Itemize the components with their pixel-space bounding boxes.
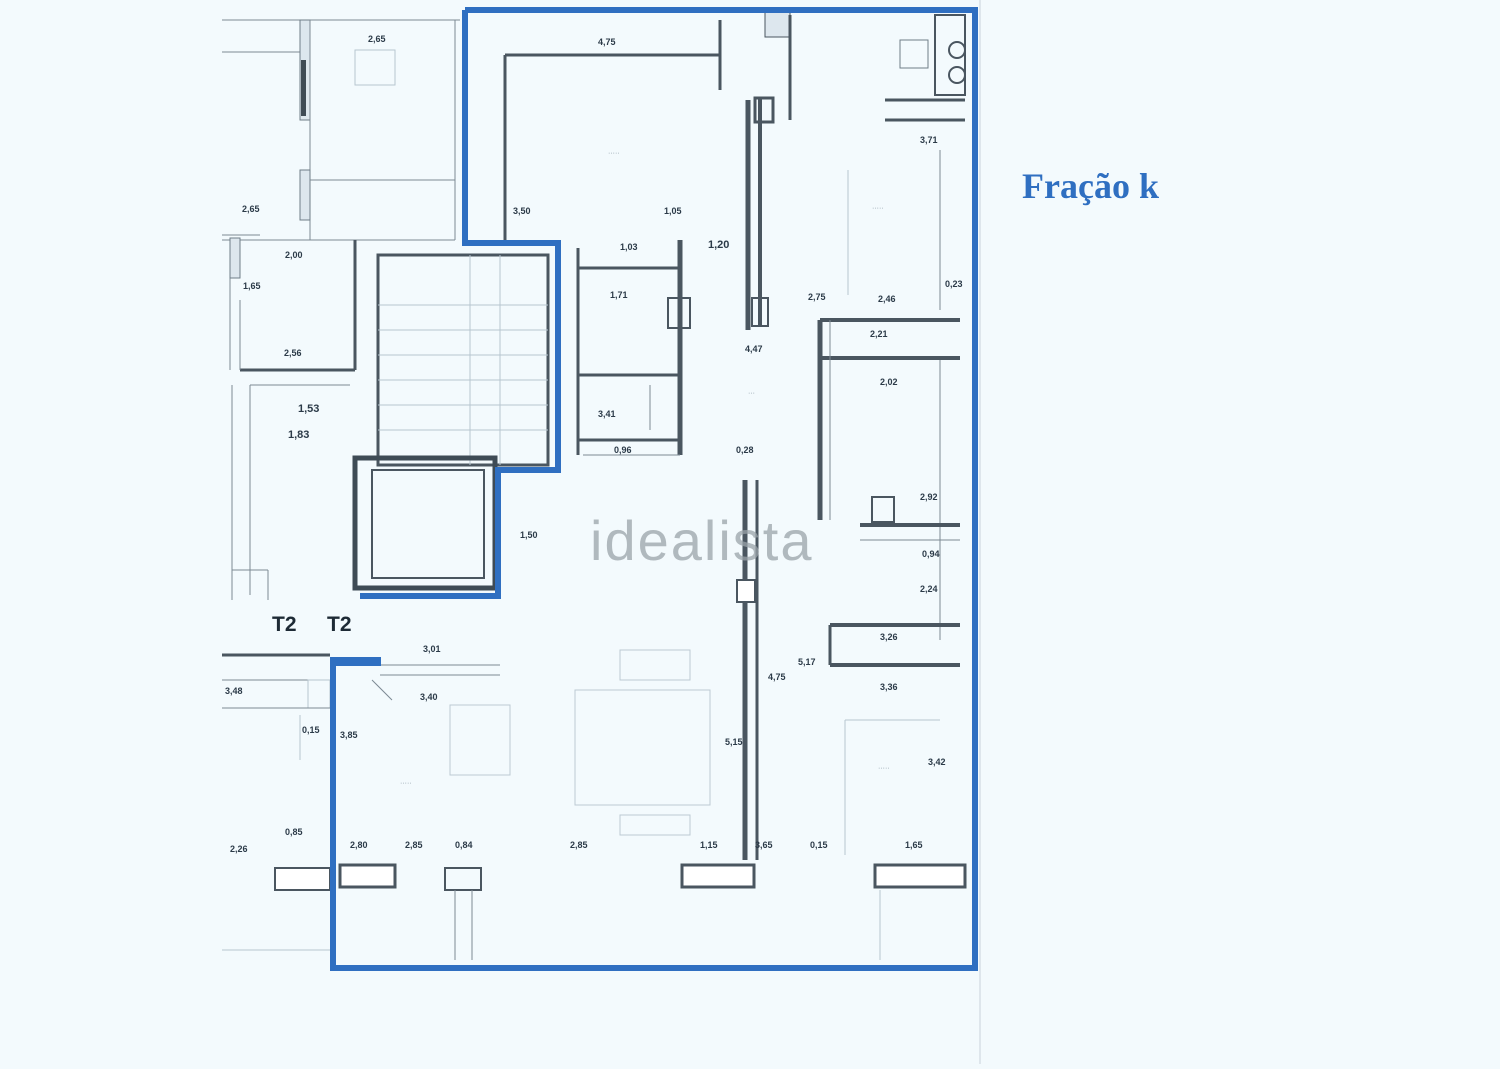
room-label: ····· bbox=[400, 780, 412, 787]
dimension: 0,28 bbox=[736, 445, 754, 455]
dimension: 1,03 bbox=[620, 242, 638, 252]
dimension: 1,71 bbox=[610, 290, 628, 300]
dimension: 3,01 bbox=[423, 644, 441, 654]
dimension: 1,53 bbox=[298, 403, 319, 415]
dimension: 3,48 bbox=[225, 686, 243, 696]
dimension: 2,02 bbox=[880, 377, 898, 387]
dimension: 0,15 bbox=[810, 840, 828, 850]
unit-type-label: T2 bbox=[272, 613, 297, 636]
dimension: 2,00 bbox=[285, 250, 303, 260]
unit-interior-walls bbox=[338, 11, 967, 960]
dimension: 2,92 bbox=[920, 492, 938, 502]
room-label: ··· bbox=[748, 390, 755, 397]
dimension: 0,85 bbox=[285, 827, 303, 837]
dimension: 1,83 bbox=[288, 429, 309, 441]
dimension: 2,85 bbox=[570, 840, 588, 850]
dimension: 3,65 bbox=[755, 840, 773, 850]
dimension: 2,46 bbox=[878, 294, 896, 304]
room-label: ····· bbox=[872, 205, 884, 212]
dimension: 0,96 bbox=[614, 445, 632, 455]
dimension: 2,26 bbox=[230, 844, 248, 854]
dimension-labels: 2,65 4,75 1,20 1,03 2,00 1,71 3,50 1,05 … bbox=[225, 34, 963, 854]
dimension: 2,85 bbox=[405, 840, 423, 850]
dimension: 1,65 bbox=[905, 840, 923, 850]
unit-boundary bbox=[330, 7, 978, 971]
dimension: 1,65 bbox=[243, 281, 261, 291]
dimension: 2,56 bbox=[284, 348, 302, 358]
unit-type-label: T2 bbox=[327, 613, 352, 636]
dimension: 5,15 bbox=[725, 737, 743, 747]
page-title: Fração k bbox=[1022, 166, 1159, 206]
dimension: 1,20 bbox=[708, 239, 729, 251]
dimension: 2,65 bbox=[242, 204, 260, 214]
dimension: 3,36 bbox=[880, 682, 898, 692]
unit-boundary-north-west bbox=[360, 10, 561, 599]
dimension: 1,50 bbox=[520, 530, 538, 540]
dimension: 2,65 bbox=[368, 34, 386, 44]
dimension: 0,84 bbox=[455, 840, 473, 850]
dimension: 0,23 bbox=[945, 279, 963, 289]
dimension: 4,47 bbox=[745, 344, 763, 354]
dimension: 1,15 bbox=[700, 840, 718, 850]
dimension: 2,21 bbox=[870, 329, 888, 339]
dimension: 3,50 bbox=[513, 206, 531, 216]
dimension: 1,05 bbox=[664, 206, 682, 216]
dimension: 2,24 bbox=[920, 584, 938, 594]
dimension: 0,94 bbox=[922, 549, 940, 559]
dimension: 4,75 bbox=[768, 672, 786, 682]
dimension: 3,42 bbox=[928, 757, 946, 767]
dimension: 3,26 bbox=[880, 632, 898, 642]
dimension: 2,75 bbox=[808, 292, 826, 302]
dimension: 4,75 bbox=[598, 37, 616, 47]
dimension: 3,85 bbox=[340, 730, 358, 740]
dimension: 3,40 bbox=[420, 692, 438, 702]
dimension: 3,71 bbox=[920, 135, 938, 145]
room-label: ····· bbox=[878, 765, 890, 772]
dimension: 2,80 bbox=[350, 840, 368, 850]
dimension: 3,41 bbox=[598, 409, 616, 419]
dimension: 5,17 bbox=[798, 657, 816, 667]
room-label: ····· bbox=[608, 150, 620, 157]
neighbour-unit-left bbox=[222, 19, 460, 951]
watermark: idealista bbox=[590, 509, 813, 572]
dimension: 0,15 bbox=[302, 725, 320, 735]
